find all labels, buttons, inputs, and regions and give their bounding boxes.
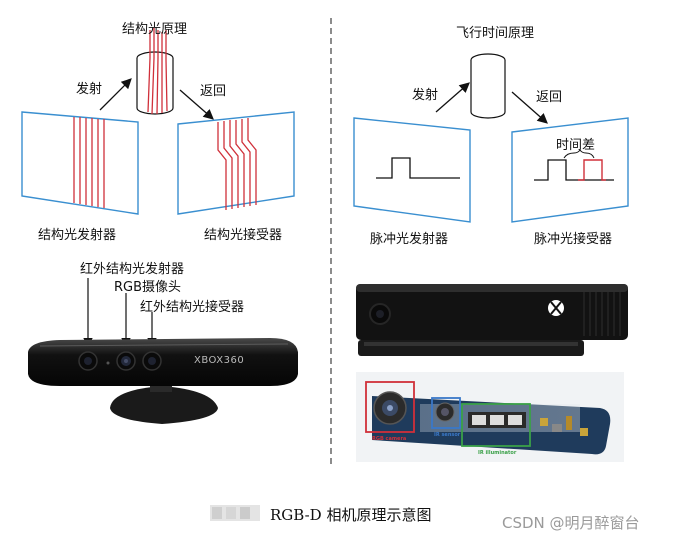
tof-receiver-panel [511,117,629,223]
tof-time-diff-label: 时间差 [556,138,596,153]
tof-emit-label: 发射 [412,88,439,103]
time-diff-brace [563,149,595,159]
kinect360-device [28,278,298,424]
sl-emitter-panel [21,111,139,215]
sl-emitter-label: 结构光发射器 [38,228,117,243]
tof-title: 飞行时间原理 [456,26,535,41]
rgb-camera-label: RGB摄像头 [114,280,182,295]
pcb-rgb-camera-label: RGB camera [372,436,407,442]
csdn-watermark: CSDN @明月醉窗台 [502,514,640,532]
xbox360-brand: XBOX360 [194,355,245,366]
sl-return-label: 返回 [200,84,227,99]
tof-emitter-panel [353,117,471,223]
rgb-camera-box [365,381,415,433]
structured-light-diagram [21,28,295,215]
tof-receiver-label: 脉冲光接受器 [534,232,613,247]
kinect-one-device [356,284,628,462]
tof-diagram [353,53,629,223]
sl-emit-arrow [99,78,132,111]
sl-receiver-label: 结构光接受器 [204,228,283,243]
sl-title: 结构光原理 [122,22,188,37]
sl-object-cylinder [136,28,174,115]
tof-object-cylinder [470,53,506,119]
pcb-ir-illuminator-label: IR illuminator [478,450,517,456]
kinect-one-pcb-photo [356,372,624,462]
sl-return-arrow [179,89,214,120]
pcb-ir-sensor-label: IR sensor [434,432,461,438]
xbox-logo-icon [548,300,564,316]
ir-sensor-box [431,397,461,429]
sl-receiver-panel [177,111,295,215]
tof-return-arrow [511,91,548,124]
ir-illuminator-box [461,403,531,447]
tof-emitter-label: 脉冲光发射器 [370,232,449,247]
tof-emit-arrow [435,82,470,113]
ir-emitter-label: 红外结构光发射器 [80,262,185,277]
figure-caption: RGB-D 相机原理示意图 [270,506,432,524]
ir-receiver-label: 红外结构光接受器 [140,300,245,315]
sl-emit-label: 发射 [76,82,103,97]
tof-return-label: 返回 [536,90,563,105]
